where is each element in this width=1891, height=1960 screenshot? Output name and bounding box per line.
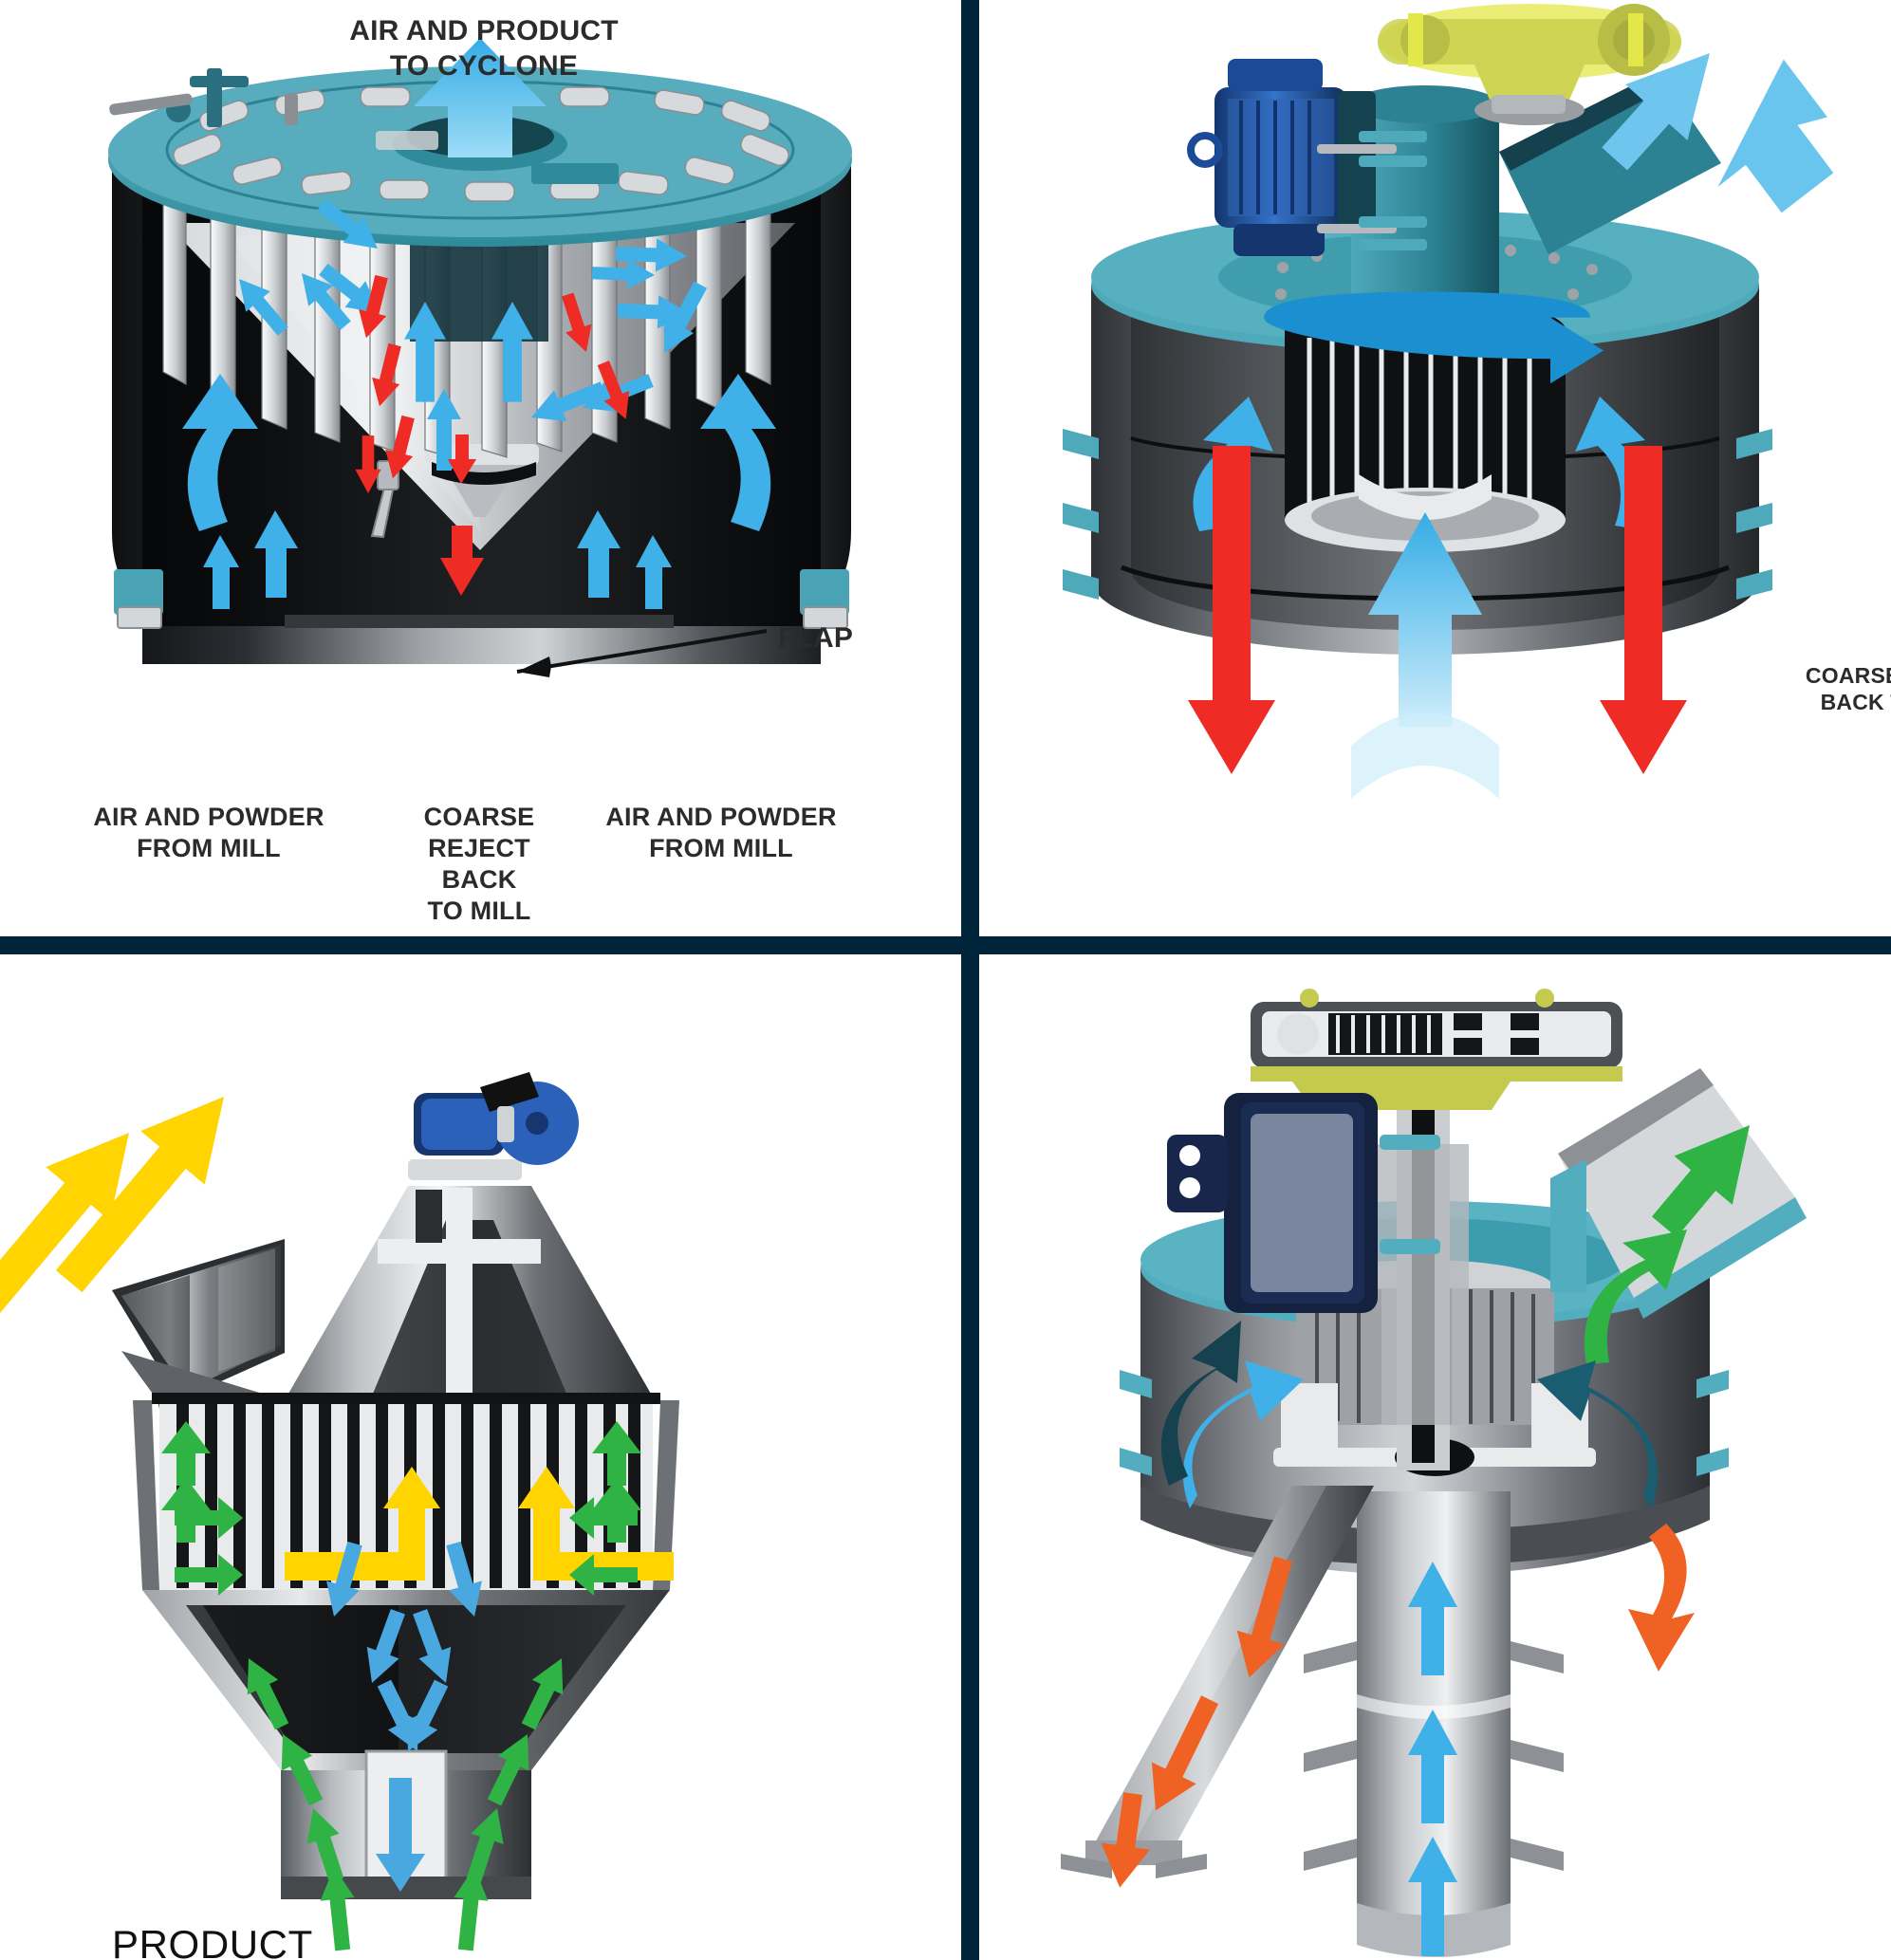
label-air-and-product-to-cyclone: AIR AND PRODUCT TO CYCLONE — [349, 15, 619, 82]
label-product: PRODUCT — [112, 1922, 313, 1960]
label-air-and-powder-from-mill-left: AIR AND POWDER FROM MILL — [93, 803, 324, 862]
panel-dynamic-classifier-cutaway: AIR AND PRODUCT TO CYCLONE FLAP AIR AND … — [0, 0, 961, 936]
rotor-classifier-illustration — [1063, 4, 1834, 799]
label-coarse-reject-back-to-mill: COARSE REJECT BACK TO MILL — [423, 803, 535, 925]
divider-horizontal — [0, 936, 1891, 954]
windsifter-classifier-illustration — [1061, 989, 1807, 1957]
panel-rotor-classifier-with-drive: AIR AND PRODUCT AIR AND POWDER FROM MILL… — [979, 0, 1891, 936]
panel-vertical-windsifter-classifier: FINE MATERIAL TO BAG FILTER, CYCLONE, OR… — [979, 954, 1891, 1960]
divider-vertical-top — [961, 0, 979, 953]
cage-separator-illustration — [0, 1072, 679, 1951]
label-air-and-powder-from-mill: AIR AND POWDER FROM MILL — [1885, 617, 1891, 644]
panel-static-cage-separator: PRODUCT FINE OUTPUT COARSE OUTPUT Back t… — [0, 954, 961, 1960]
label-flap: FLAP — [778, 622, 854, 654]
classifier-cutaway-illustration — [108, 38, 852, 677]
label-coarse-reject-back-to-mill-left: COARSE REJECT BACK TO MILL — [1805, 663, 1891, 715]
label-air-and-powder-from-mill-right: AIR AND POWDER FROM MILL — [605, 803, 837, 862]
divider-vertical-bottom — [961, 953, 979, 1960]
